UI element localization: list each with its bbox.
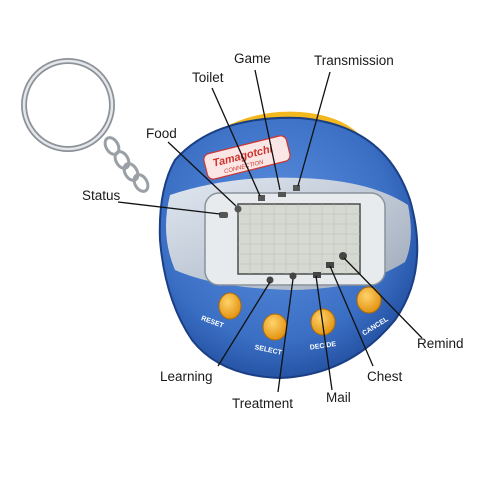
label-game: Game (234, 51, 271, 66)
label-mail: Mail (326, 390, 351, 405)
leader-chest (329, 265, 374, 367)
leader-food (167, 141, 237, 207)
treatment-icon (289, 272, 297, 280)
lcd-screen (237, 203, 361, 275)
label-toilet: Toilet (192, 70, 224, 85)
chest-icon (326, 262, 334, 268)
key-ring (21, 58, 150, 193)
game-icon (278, 192, 286, 197)
label-chest: Chest (367, 369, 403, 384)
key-chain (103, 136, 150, 193)
leader-remind (343, 257, 423, 339)
leader-toilet (211, 87, 261, 197)
label-treatment: Treatment (232, 396, 293, 411)
food-icon (234, 205, 242, 213)
label-transmission: Transmission (314, 53, 394, 68)
tamagotchi-device: Tamagotchi CONNECTION (158, 111, 419, 380)
leader-mail (315, 275, 333, 391)
remind-icon (339, 252, 347, 260)
status-icon (219, 212, 228, 218)
leader-lines (117, 69, 423, 393)
leader-treatment (277, 278, 294, 393)
decide-button-label: DECIDE (309, 341, 336, 352)
cancel-button[interactable]: CANCEL (356, 286, 390, 337)
leader-transmission (297, 71, 331, 187)
callout-labels: Game Transmission Toilet Food Status Rem… (82, 51, 464, 411)
mail-icon (313, 272, 321, 278)
leader-status (117, 201, 221, 215)
toilet-icon (258, 195, 265, 201)
label-status: Status (82, 188, 121, 203)
label-learning: Learning (160, 369, 213, 384)
label-remind: Remind (417, 336, 464, 351)
label-food: Food (146, 126, 177, 141)
leader-game (254, 69, 281, 191)
learning-icon (266, 276, 274, 284)
lcd-pixel-grid (238, 204, 360, 274)
leader-learning (217, 281, 271, 367)
transmission-icon (293, 185, 300, 191)
